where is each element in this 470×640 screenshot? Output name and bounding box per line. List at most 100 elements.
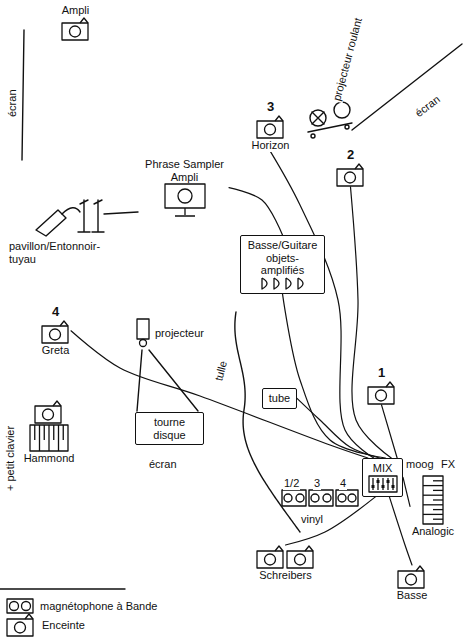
spk-stroke	[386, 382, 394, 387]
proj-icon	[135, 318, 151, 348]
legend: magnétophone à BandeEnceinte	[6, 596, 157, 634]
node-label: tube	[268, 392, 291, 405]
kbd-stroke	[30, 425, 68, 451]
kbdv-stroke	[423, 485, 443, 486]
kbdv-icon	[422, 475, 444, 525]
mixer: MIX	[362, 458, 403, 497]
screen-icon	[162, 183, 208, 217]
speaker: 4Greta	[40, 305, 71, 357]
spk-stroke	[35, 406, 61, 423]
mic-stand	[92, 200, 104, 232]
cable-connector	[382, 405, 398, 458]
plan-label: 3	[313, 477, 321, 490]
node-label: projecteur	[154, 327, 205, 340]
spk-stroke	[60, 321, 68, 326]
fader-stroke	[382, 478, 383, 490]
fader-knob	[376, 480, 379, 483]
instrument-box: Basse/Guitare objets-amplifiés	[240, 235, 325, 294]
node-label: Basse/Guitare objets-amplifiés	[246, 239, 320, 277]
screen-stroke	[175, 208, 195, 216]
tape-reel	[296, 494, 304, 502]
legend-text: magnétophone à Bande	[40, 600, 157, 612]
legend-row: magnétophone à Bande	[6, 596, 157, 615]
spk-stroke	[275, 116, 283, 121]
mic-stand	[78, 200, 90, 232]
projection-beam	[137, 350, 198, 411]
spk-stroke	[7, 619, 33, 636]
cable-connector	[403, 477, 410, 506]
spk-stroke	[264, 124, 275, 135]
legend-text: Enceinte	[42, 619, 85, 631]
cable	[104, 212, 138, 214]
spk2-stroke	[287, 551, 313, 568]
tape-reel	[284, 494, 292, 502]
bass-speaker: Basse	[395, 565, 429, 602]
node-label: Ampli	[61, 4, 91, 17]
speaker: 2	[335, 148, 366, 187]
spk2-stroke	[275, 546, 283, 551]
callout-number: 2	[346, 148, 355, 163]
node-label: Phrase Sampler Ampli	[141, 158, 229, 183]
node-label: Basse	[396, 589, 429, 602]
spk-stroke	[25, 614, 33, 619]
projector-reel	[310, 110, 326, 126]
fader-stroke	[387, 478, 388, 490]
kbdv-stroke	[433, 490, 443, 491]
spk-icon	[336, 163, 366, 187]
node-label: Schreibers	[258, 569, 313, 582]
pedals-stroke	[274, 278, 279, 289]
fader-stroke	[372, 478, 373, 490]
spk-stroke	[62, 23, 88, 40]
rotated-label: projecteur roulant	[330, 15, 365, 103]
kbd-stroke	[58, 425, 59, 451]
fader-stroke	[369, 476, 397, 492]
spk-stroke	[42, 326, 68, 343]
projector: projecteur	[135, 318, 205, 348]
spk2-stroke	[294, 554, 305, 565]
plan-label: écran	[148, 458, 178, 471]
tape-deck	[309, 490, 333, 506]
plan-label: 4	[339, 477, 347, 490]
fader-knob	[371, 485, 374, 488]
spk-stroke	[368, 387, 394, 404]
proj-stroke	[137, 319, 149, 339]
plan-label: 1/2	[283, 477, 300, 490]
kbdv-stroke	[433, 509, 443, 510]
tape-deck	[282, 490, 306, 506]
node-label: Greta	[41, 344, 71, 357]
fader-knob	[391, 485, 394, 488]
callout-number: 4	[51, 305, 60, 320]
kbd-stroke	[48, 425, 49, 451]
spk-stroke	[355, 164, 363, 169]
spk-stroke	[15, 622, 26, 633]
speaker: 1	[366, 366, 397, 405]
rotated-label: + petit clavier	[4, 425, 17, 492]
spk-stroke	[49, 329, 60, 340]
kbdv-stroke	[423, 495, 443, 496]
projector-wheel	[345, 125, 349, 129]
pedals-stroke	[298, 278, 303, 289]
spk-icon	[397, 565, 427, 589]
node-label: Analogic	[411, 525, 455, 538]
callout-number: 3	[266, 100, 275, 115]
kbd-stroke	[63, 425, 64, 440]
proj-stroke	[140, 340, 147, 347]
cable-connector	[389, 497, 412, 565]
spk-stroke	[69, 26, 80, 37]
tape-reel	[338, 494, 346, 502]
screen-stroke	[178, 189, 192, 203]
spk2-stroke	[264, 554, 275, 565]
kbdv-stroke	[423, 514, 443, 515]
plan-label: vinyl	[300, 513, 324, 526]
spk-stroke	[406, 574, 417, 585]
kbdv-stroke	[423, 476, 443, 524]
spk-stroke	[375, 390, 386, 401]
screen-stroke	[165, 184, 205, 208]
spk-stroke	[416, 566, 424, 571]
sampler-station: Phrase Sampler Ampli	[140, 158, 229, 217]
tape-stroke	[7, 599, 33, 613]
screen-line	[22, 30, 24, 160]
